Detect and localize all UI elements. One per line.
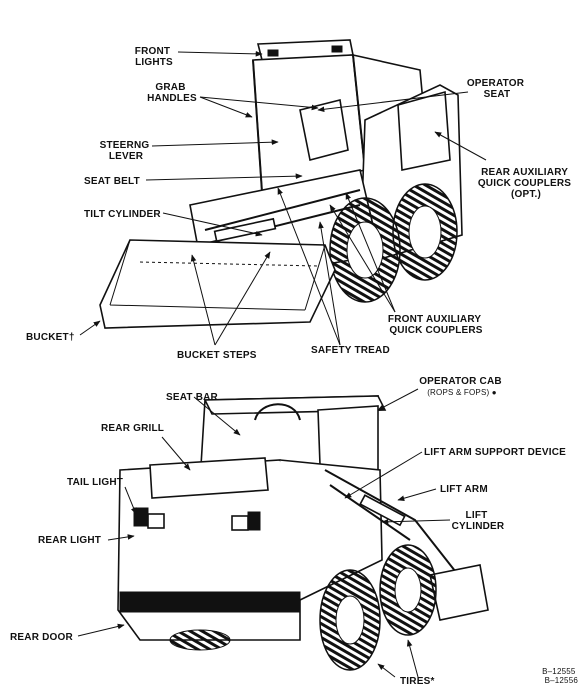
label-rear-grill: REAR GRILL — [101, 423, 164, 434]
label-lift-arm: LIFT ARM — [440, 484, 488, 495]
label-operator-seat: OPERATOR SEAT — [467, 78, 527, 100]
label-safety-tread: SAFETY TREAD — [311, 345, 390, 356]
label-tilt-cylinder: TILT CYLINDER — [84, 209, 161, 220]
figure-id: B–12555 B–12556 — [542, 667, 578, 685]
label-tires: TIRES* — [400, 676, 435, 687]
rear-view-illustration — [117, 395, 489, 671]
label-tail-light: TAIL LIGHT — [67, 477, 123, 488]
label-seat-bar: SEAT BAR — [166, 392, 219, 403]
label-bucket: BUCKET† — [26, 332, 75, 343]
label-bucket-steps: BUCKET STEPS — [177, 350, 257, 361]
callout-lines — [77, 51, 487, 678]
label-seat-belt: SEAT BELT — [84, 176, 140, 187]
front-view-illustration — [99, 39, 463, 329]
label-rear-door: REAR DOOR — [10, 632, 73, 643]
label-front-lights: FRONT LIGHTS — [135, 46, 173, 68]
label-steering-lever: STEERNG LEVER — [100, 140, 153, 162]
label-rear-aux-couplers: REAR AUXILIARY QUICK COUPLERS (OPT.) — [478, 167, 574, 200]
callout-labels: FRONT LIGHTS GRAB HANDLES STEERNG LEVER … — [10, 46, 578, 687]
label-lift-cylinder: LIFT CYLINDER — [452, 510, 505, 532]
label-rear-light: REAR LIGHT — [38, 535, 101, 546]
label-front-aux-couplers: FRONT AUXILIARY QUICK COUPLERS — [388, 314, 484, 336]
label-lift-arm-support: LIFT ARM SUPPORT DEVICE — [424, 447, 566, 458]
label-grab-handles: GRAB HANDLES — [147, 82, 197, 104]
label-operator-cab: OPERATOR CAB (ROPS & FOPS) ● — [419, 376, 505, 397]
